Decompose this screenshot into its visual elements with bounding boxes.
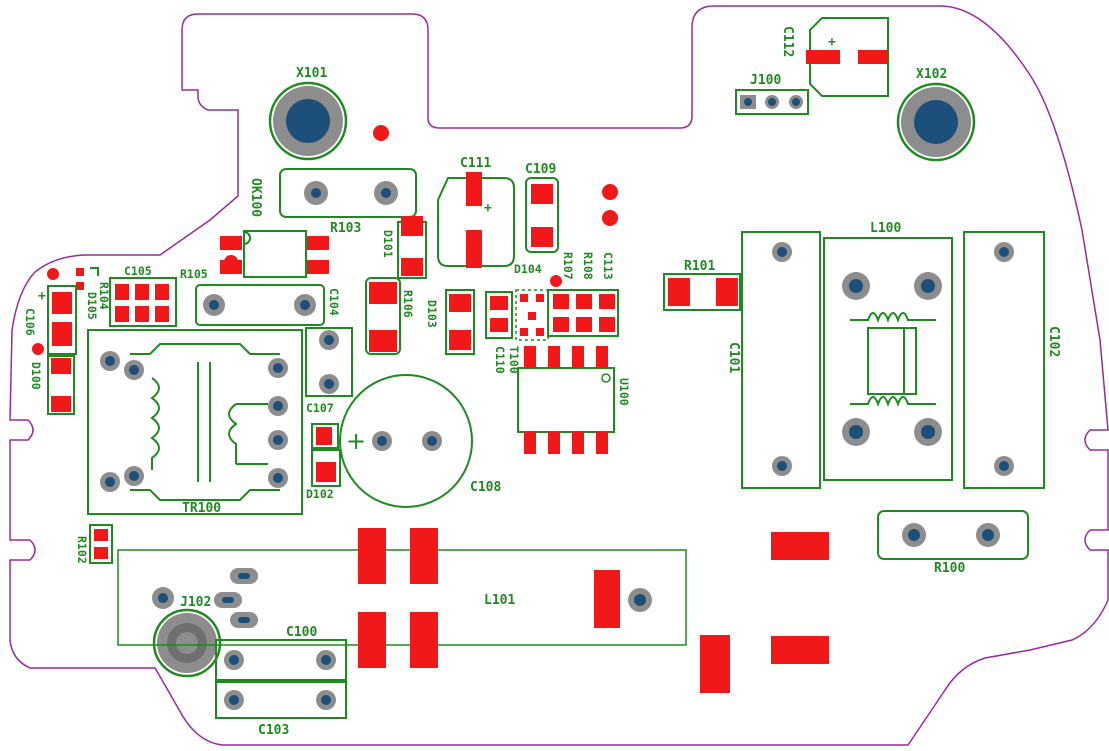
label-j102: J102 (180, 595, 211, 610)
label-c107: C107 (306, 401, 334, 415)
label-c113: C113 (601, 252, 615, 280)
label-tr100: TR100 (182, 501, 221, 516)
label-d102: D102 (306, 487, 334, 501)
label-t100: T100 (507, 346, 521, 374)
inductor-l101 (117, 528, 687, 668)
label-c106: C106 (23, 308, 37, 336)
label-c110: C110 (493, 346, 507, 374)
label-c105: C105 (124, 264, 152, 278)
label-r106: R106 (401, 290, 415, 318)
capacitor-c107 (311, 423, 339, 449)
capacitor-c111 (437, 172, 515, 268)
diode-d102 (311, 449, 341, 487)
diode-d103 (445, 289, 475, 355)
resistor-r100 (877, 510, 1029, 560)
testpoint (224, 255, 238, 269)
smd-pad (771, 532, 829, 560)
connector-j102-hole (152, 608, 222, 678)
mounting-hole-x102 (896, 82, 976, 162)
label-c102: C102 (1046, 326, 1061, 357)
label-u100: U100 (617, 378, 631, 406)
optocoupler-ok100 (220, 230, 329, 278)
diode-d100 (47, 355, 75, 415)
resistor-r101 (663, 273, 741, 311)
testpoint (32, 343, 44, 355)
capacitor-c101 (741, 231, 821, 489)
mounting-hole-x101 (268, 81, 348, 161)
label-x101: X101 (296, 66, 327, 81)
label-r104: R104 (97, 282, 111, 310)
label-r108: R108 (581, 252, 595, 280)
label-c109: C109 (525, 162, 556, 177)
resistor-r103 (279, 168, 417, 218)
capacitor-c105 (109, 277, 177, 327)
label-d101: D101 (381, 230, 395, 258)
capacitor-c103 (215, 681, 347, 719)
capacitor-c106 (47, 285, 77, 355)
label-c103: C103 (258, 723, 289, 738)
label-j100: J100 (750, 73, 781, 88)
resistor-r102 (89, 524, 113, 564)
capacitor-c108 (339, 374, 473, 508)
testpoint (373, 125, 389, 141)
label-c111-plus: + (484, 201, 492, 216)
label-r103: R103 (330, 221, 361, 236)
label-c111: C111 (460, 156, 491, 171)
smd-r104 (76, 267, 99, 290)
label-r102: R102 (75, 536, 89, 564)
label-ok100: OK100 (248, 178, 263, 217)
capacitor-c104 (305, 327, 353, 397)
label-l101: L101 (484, 593, 515, 608)
label-c108: C108 (470, 480, 501, 495)
label-r101: R101 (684, 259, 715, 274)
ic-u100 (517, 346, 615, 454)
label-c108-plus: + (346, 427, 366, 455)
capacitor-c102 (963, 231, 1045, 489)
label-d100: D100 (29, 362, 43, 390)
label-d105: D105 (85, 292, 99, 320)
transformer-tr100 (87, 329, 303, 515)
diode-d101 (397, 216, 427, 279)
board-outline (9, 5, 1109, 746)
label-x102: X102 (916, 67, 947, 82)
capacitor-c109 (525, 177, 559, 253)
label-l100: L100 (870, 221, 901, 236)
resistor-r105 (195, 284, 325, 326)
label-r107: R107 (561, 252, 575, 280)
label-d104: D104 (514, 262, 542, 276)
testpoint (602, 210, 618, 226)
label-c112: C112 (780, 26, 795, 57)
label-c112-plus: + (828, 35, 836, 50)
connector-j102-pads (152, 568, 258, 628)
label-c106-plus: + (38, 289, 46, 304)
testpoint (550, 275, 562, 287)
label-d103: D103 (425, 300, 439, 328)
label-c101: C101 (726, 342, 741, 373)
testpoint (602, 184, 618, 200)
smd-pad (771, 636, 829, 664)
label-c104: C104 (327, 288, 341, 316)
capacitor-c112 (806, 17, 889, 97)
label-r100: R100 (934, 561, 965, 576)
resistor-array-r107-r108-c113 (547, 289, 619, 337)
transistor-d104 (515, 289, 549, 341)
label-r105: R105 (180, 267, 208, 281)
header-j100 (735, 89, 809, 115)
label-c100: C100 (286, 625, 317, 640)
testpoint (47, 268, 59, 280)
inductor-l100 (823, 237, 953, 481)
resistor-r106 (365, 277, 401, 355)
smd-pad (700, 635, 730, 693)
capacitor-c110 (485, 291, 513, 339)
capacitor-c100 (215, 639, 347, 681)
